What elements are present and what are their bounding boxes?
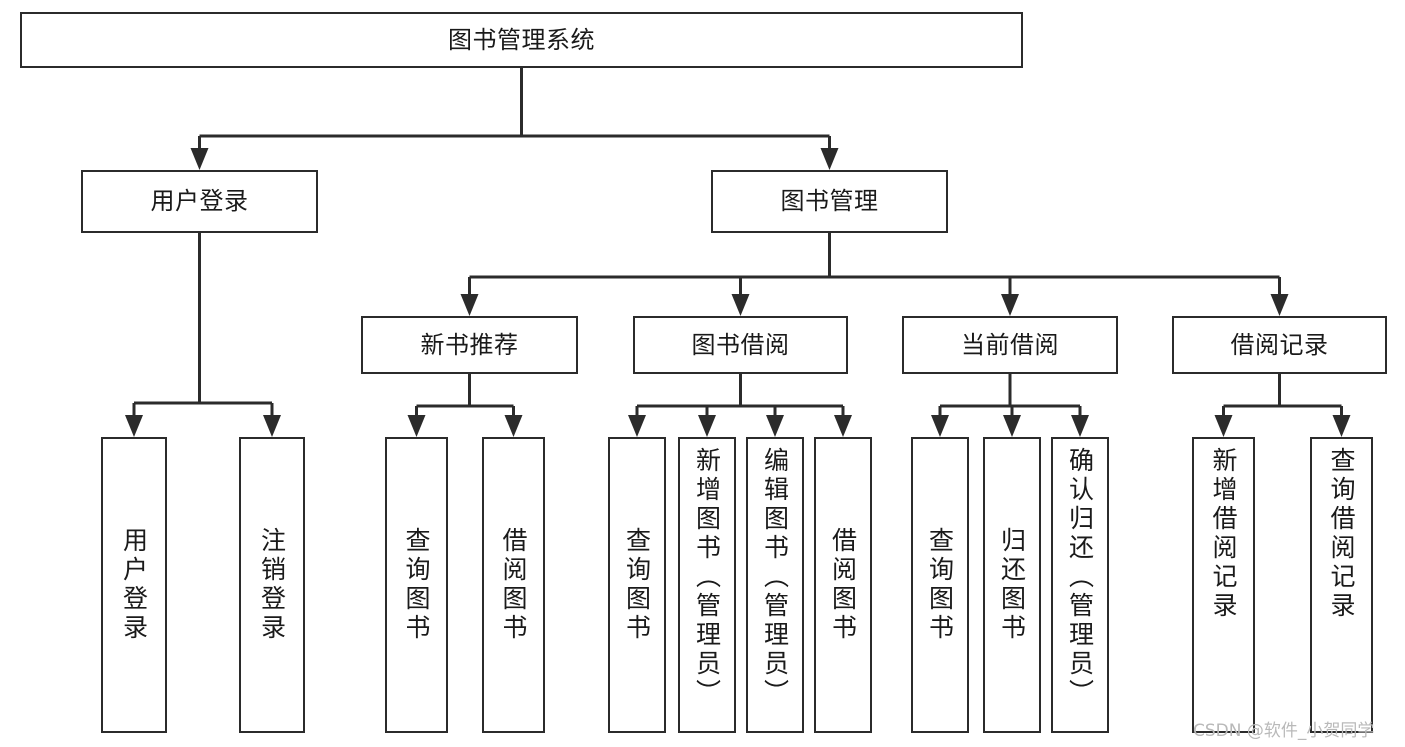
node-current-borrow[interactable]: 当前借阅	[902, 316, 1118, 374]
node-label-book-borrow: 图书借阅	[691, 330, 790, 359]
arrowhead-leaf-logout	[263, 415, 281, 437]
node-label-leaf-return: 归还图书	[997, 527, 1027, 643]
node-label-user-login: 用户登录	[150, 187, 249, 216]
node-label-leaf-query-3: 查询图书	[925, 527, 955, 643]
node-leaf-query-3[interactable]: 查询图书	[911, 437, 969, 733]
arrowhead-book-mgmt	[820, 148, 839, 170]
node-leaf-edit-book[interactable]: 编辑图书（管理员）	[746, 437, 804, 733]
node-book-mgmt[interactable]: 图书管理	[711, 170, 948, 233]
node-leaf-query-2[interactable]: 查询图书	[608, 437, 666, 733]
node-label-borrow-record: 借阅记录	[1230, 330, 1329, 359]
arrowhead-leaf-edit-book	[766, 415, 784, 437]
arrowhead-new-book-rec	[460, 294, 479, 316]
node-label-leaf-add-book: 新增图书（管理员）	[692, 447, 722, 708]
node-label-leaf-query-1: 查询图书	[402, 527, 431, 643]
arrowhead-leaf-query-2	[628, 415, 646, 437]
node-leaf-query-rec[interactable]: 查询借阅记录	[1310, 437, 1373, 733]
node-leaf-add-book[interactable]: 新增图书（管理员）	[678, 437, 736, 733]
arrowhead-leaf-add-book	[698, 415, 716, 437]
watermark-label: CSDN @软件_小贺同学	[1193, 721, 1375, 741]
node-leaf-query-1[interactable]: 查询图书	[385, 437, 448, 733]
arrowhead-leaf-query-3	[931, 415, 949, 437]
node-label-leaf-borrow-2: 借阅图书	[828, 527, 858, 643]
arrowhead-borrow-record	[1270, 294, 1289, 316]
node-label-leaf-edit-book: 编辑图书（管理员）	[760, 447, 790, 708]
arrowhead-leaf-user-login	[125, 415, 143, 437]
node-user-login[interactable]: 用户登录	[81, 170, 318, 233]
node-label-leaf-confirm: 确认归还（管理员）	[1065, 447, 1095, 708]
arrowhead-current-borrow	[1001, 294, 1019, 316]
node-label-leaf-logout: 注销登录	[257, 527, 287, 643]
arrowhead-leaf-return	[1003, 415, 1021, 437]
node-leaf-user-login[interactable]: 用户登录	[101, 437, 167, 733]
arrowhead-leaf-add-rec	[1214, 415, 1233, 437]
node-leaf-borrow-2[interactable]: 借阅图书	[814, 437, 872, 733]
arrowhead-leaf-confirm	[1071, 415, 1089, 437]
node-leaf-add-rec[interactable]: 新增借阅记录	[1192, 437, 1255, 733]
arrowhead-user-login	[190, 148, 209, 170]
node-label-new-book-rec: 新书推荐	[420, 330, 519, 359]
node-root[interactable]: 图书管理系统	[20, 12, 1023, 68]
arrowhead-leaf-borrow-2	[834, 415, 852, 437]
arrowhead-leaf-query-1	[407, 415, 426, 437]
node-label-leaf-add-rec: 新增借阅记录	[1209, 447, 1238, 621]
node-label-leaf-query-rec: 查询借阅记录	[1327, 447, 1356, 621]
node-leaf-borrow-1[interactable]: 借阅图书	[482, 437, 545, 733]
node-label-root: 图书管理系统	[448, 25, 595, 54]
node-label-book-mgmt: 图书管理	[780, 187, 879, 216]
arrowhead-leaf-query-rec	[1332, 415, 1351, 437]
node-label-current-borrow: 当前借阅	[961, 330, 1059, 359]
node-leaf-confirm[interactable]: 确认归还（管理员）	[1051, 437, 1109, 733]
node-label-leaf-user-login: 用户登录	[119, 527, 149, 643]
node-book-borrow[interactable]: 图书借阅	[633, 316, 848, 374]
node-leaf-logout[interactable]: 注销登录	[239, 437, 305, 733]
node-label-leaf-query-2: 查询图书	[622, 527, 652, 643]
arrowhead-leaf-borrow-1	[504, 415, 523, 437]
node-leaf-return[interactable]: 归还图书	[983, 437, 1041, 733]
node-borrow-record[interactable]: 借阅记录	[1172, 316, 1387, 374]
node-label-leaf-borrow-1: 借阅图书	[499, 527, 528, 643]
node-new-book-rec[interactable]: 新书推荐	[361, 316, 578, 374]
arrowhead-book-borrow	[731, 294, 750, 316]
